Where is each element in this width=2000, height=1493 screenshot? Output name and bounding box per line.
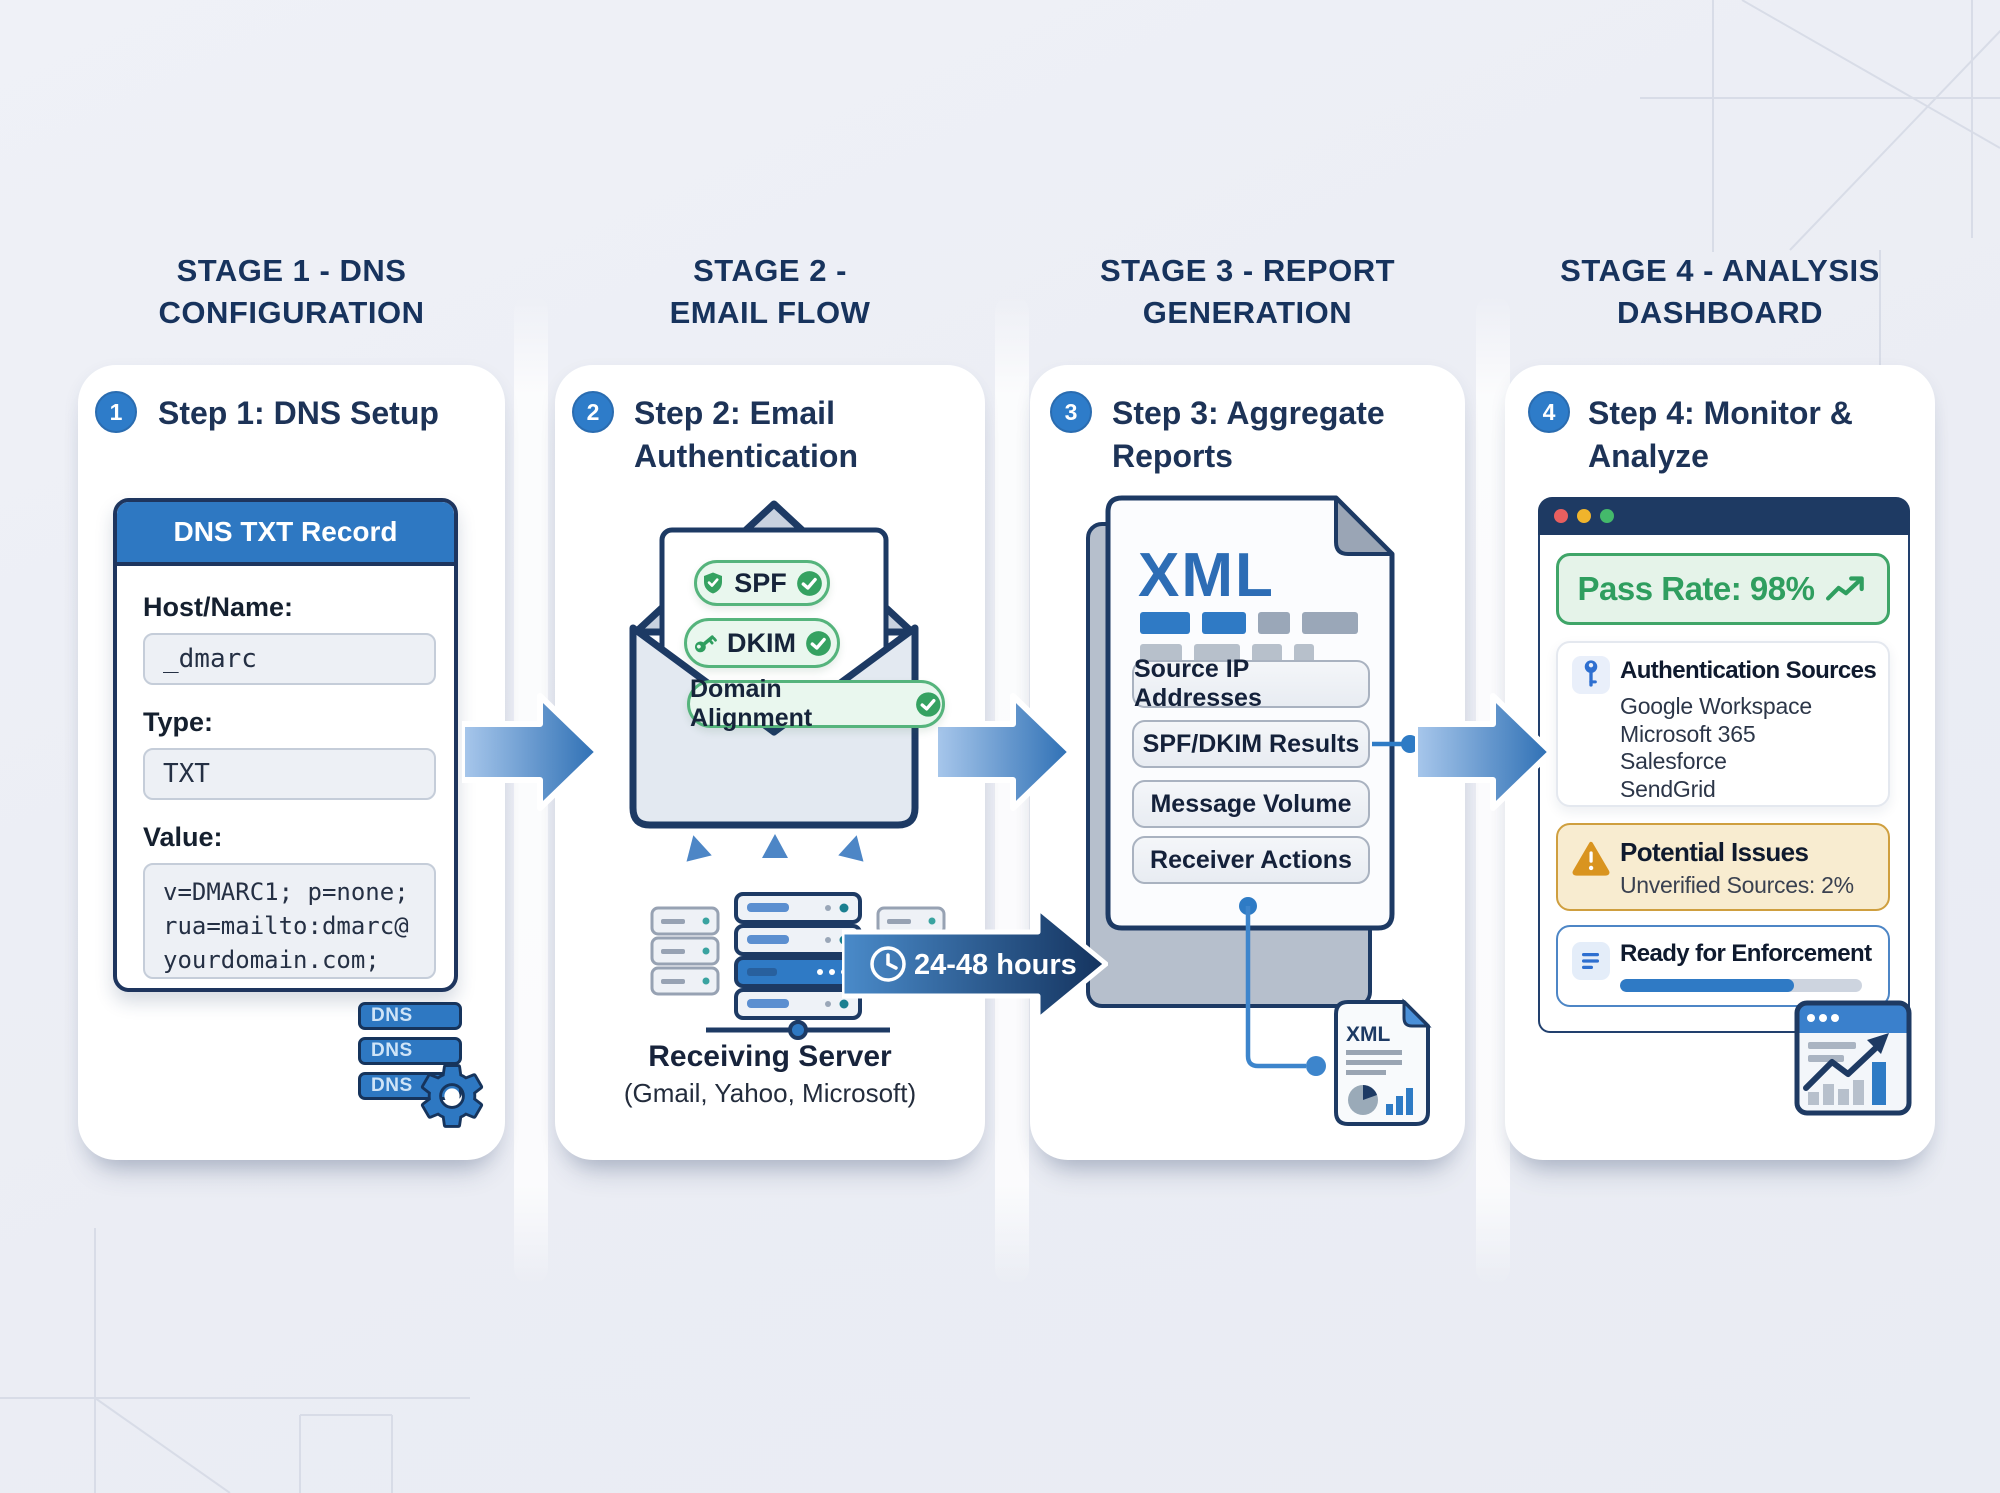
spf-badge: SPF	[694, 560, 830, 606]
step-number-badge: 3	[1050, 391, 1092, 433]
step-number-badge: 4	[1528, 391, 1570, 433]
report-item-pill: Message Volume	[1132, 780, 1370, 828]
auth-sources-card: Authentication Sources Google Workspace …	[1556, 641, 1890, 807]
auth-sources-title: Authentication Sources	[1620, 657, 1877, 684]
check-icon	[806, 630, 831, 656]
stage-title-line: CONFIGURATION	[158, 295, 425, 330]
stage-title-line: STAGE 3 - REPORT	[1099, 253, 1396, 288]
flow-arrow-1	[462, 693, 601, 811]
xml-file-label: XML	[1346, 1023, 1391, 1046]
clock-icon	[870, 946, 906, 982]
step-heading: Step 3: Aggregate Reports	[1112, 395, 1385, 474]
dns-record-panel: DNS TXT Record Host/Name: _dmarc Type: T…	[113, 498, 458, 992]
stage-title-line: DASHBOARD	[1617, 295, 1823, 330]
shield-icon	[704, 572, 723, 594]
field-label-type: Type:	[143, 707, 214, 737]
bar-chart-icon	[1386, 1088, 1413, 1115]
traffic-light-green-icon	[1600, 509, 1614, 523]
enforcement-card: Ready for Enforcement	[1556, 925, 1890, 1007]
traffic-light-yellow-icon	[1577, 509, 1591, 523]
field-input-host: _dmarc	[143, 633, 436, 685]
server-caption: Receiving Server	[648, 1040, 892, 1073]
gear-icon	[420, 1064, 484, 1128]
pass-rate-label: Pass Rate: 98%	[1577, 570, 1815, 607]
xml-file-icon: XML	[1334, 998, 1432, 1126]
upward-arrows	[686, 834, 864, 894]
auth-source-item: Microsoft 365	[1620, 720, 1756, 747]
dns-panel-title: DNS TXT Record	[117, 502, 454, 566]
dashboard-window-titlebar	[1538, 497, 1910, 535]
report-item-pill: Source IP Addresses	[1132, 655, 1370, 712]
issues-detail: Unverified Sources: 2%	[1620, 872, 1854, 898]
enforcement-title: Ready for Enforcement	[1620, 940, 1872, 967]
check-icon	[916, 691, 941, 717]
key-icon	[1572, 656, 1610, 694]
traffic-light-red-icon	[1554, 509, 1568, 523]
analytics-window-icon	[1794, 1000, 1912, 1116]
report-item-pill: SPF/DKIM Results	[1132, 720, 1370, 768]
folded-corner	[1334, 496, 1394, 556]
step-number-badge: 2	[572, 391, 614, 433]
report-item-pill: Receiver Actions	[1132, 836, 1370, 884]
step-number-badge: 1	[95, 391, 137, 433]
delay-label: 24-48 hours	[914, 949, 1077, 981]
xml-doc-title: XML	[1138, 541, 1275, 610]
check-icon	[796, 570, 822, 596]
stage-title-line: STAGE 2 -	[693, 253, 847, 288]
connector-line-down	[1239, 897, 1326, 1076]
stage-title-line: GENERATION	[1142, 295, 1353, 330]
dkim-badge-label: DKIM	[727, 627, 796, 658]
dkim-badge: DKIM	[684, 618, 840, 668]
stage-3-title: STAGE 3 - REPORT GENERATION	[1030, 250, 1465, 334]
issues-title: Potential Issues	[1620, 837, 1809, 867]
auth-source-item: SendGrid	[1620, 775, 1716, 802]
pass-rate-badge: Pass Rate: 98%	[1556, 553, 1890, 625]
step-heading: Step 4: Monitor & Analyze	[1588, 395, 1853, 474]
dns-server-bar: DNS	[358, 1002, 462, 1030]
key-icon	[695, 635, 717, 653]
stage-2-title: STAGE 2 - EMAIL FLOW	[555, 250, 985, 334]
stage-1-title: STAGE 1 - DNS CONFIGURATION	[78, 250, 505, 334]
field-label-value: Value:	[143, 822, 223, 852]
auth-sources-list: Google Workspace Microsoft 365 Salesforc…	[1620, 693, 1812, 803]
field-input-value: v=DMARC1; p=none; rua=mailto:dmarc@ your…	[143, 863, 436, 979]
stage-title-line: EMAIL FLOW	[669, 295, 871, 330]
domain-alignment-label: Domain Alignment	[690, 675, 813, 732]
flow-arrow-2	[935, 693, 1074, 811]
enforcement-progress-bar	[1620, 979, 1862, 992]
trend-up-icon	[1826, 576, 1865, 601]
dns-server-bar: DNS	[358, 1037, 462, 1065]
dns-panel-body: Host/Name: _dmarc Type: TXT Value: v=DMA…	[117, 566, 454, 979]
field-label-host: Host/Name:	[143, 592, 294, 622]
stage-title-line: STAGE 4 - ANALYSIS	[1560, 253, 1880, 288]
stage-4-title: STAGE 4 - ANALYSIS DASHBOARD	[1505, 250, 1935, 334]
auth-source-item: Google Workspace	[1620, 693, 1812, 719]
list-lines-icon	[1572, 942, 1610, 980]
spf-badge-label: SPF	[734, 567, 787, 598]
domain-alignment-badge: Domain Alignment	[687, 675, 945, 732]
auth-source-item: Salesforce	[1620, 748, 1727, 774]
potential-issues-card: Potential Issues Unverified Sources: 2%	[1556, 823, 1890, 911]
field-input-type: TXT	[143, 748, 436, 800]
stage-title-line: STAGE 1 - DNS	[176, 253, 407, 288]
warning-icon	[1572, 839, 1610, 877]
step-heading: Step 2: Email Authentication	[634, 395, 858, 474]
flow-arrow-3	[1415, 693, 1554, 811]
server-subcaption: (Gmail, Yahoo, Microsoft)	[623, 1078, 917, 1108]
delay-arrow: 24-48 hours	[842, 906, 1108, 1022]
document-text-bars	[1140, 612, 1358, 664]
step-heading: Step 1: DNS Setup	[158, 395, 439, 431]
enforcement-progress-fill	[1620, 979, 1795, 992]
